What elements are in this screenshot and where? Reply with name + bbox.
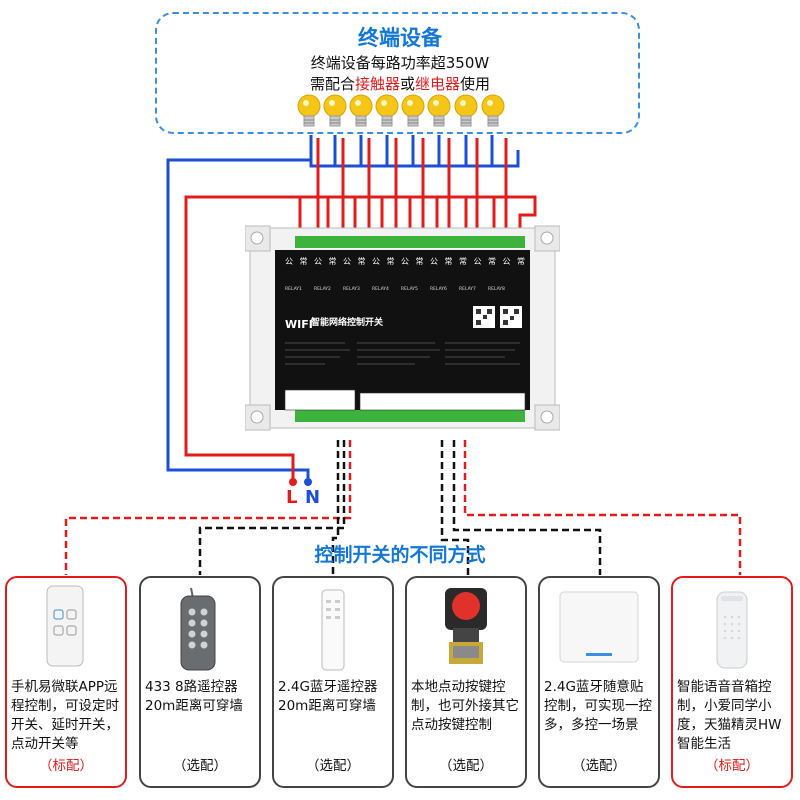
card-note: （选配） xyxy=(306,758,360,774)
relay-note-prefix: 需配合 xyxy=(309,75,355,93)
slim-remote-icon xyxy=(321,589,345,671)
relay-name: RELAY8 xyxy=(488,286,505,292)
terminal-label: 公 xyxy=(401,257,409,266)
mount-hole-br xyxy=(540,410,554,424)
local-button-card: 本地点动按键控制，也可外接其它点动按键控制 （选配） xyxy=(405,576,527,788)
terminal-label: 常 xyxy=(300,257,308,266)
neutral-terminal-dot xyxy=(304,478,312,486)
wall-switch-card: 2.4G蓝牙随意贴控制，可实现一控多，多控一场景 （选配） xyxy=(538,576,660,788)
smart-speaker-card: 智能语音音箱控制，小爱同学小度，天猫精灵HW智能生活 （标配） xyxy=(671,576,793,788)
card-text: 433 8路遥控器20m距离可穿墙 xyxy=(145,679,243,714)
spec-lines xyxy=(285,342,520,365)
smart-speaker-icon xyxy=(716,591,748,669)
mount-hole-bl xyxy=(250,410,264,424)
bulb-icon xyxy=(322,92,347,136)
terminal-device-title: 终端设备 xyxy=(358,26,442,50)
relay-name: RELAY5 xyxy=(401,286,418,292)
module-faceplate xyxy=(275,250,530,410)
relay-note-or: 或 xyxy=(399,75,415,93)
bulb-icon xyxy=(296,92,321,136)
terminal-label: 常 xyxy=(488,257,496,266)
bulb-icon xyxy=(426,92,451,136)
neutral-label: N xyxy=(305,487,321,508)
bulb-neutral-drops xyxy=(309,135,494,166)
card-note: （选配） xyxy=(173,758,227,774)
terminal-label: 常 xyxy=(459,257,467,266)
remote-control-icon xyxy=(180,587,216,671)
card-note: （选配） xyxy=(572,758,626,774)
terminal-labels: 公常公常公常公常公常公常常公常公常 xyxy=(285,257,525,266)
bulb-icon xyxy=(348,92,373,136)
live-label: L xyxy=(286,487,298,508)
terminal-label: 常 xyxy=(358,257,366,266)
phone-icon xyxy=(46,585,84,667)
relay-name: RELAY6 xyxy=(430,286,447,292)
terminal-label: 常 xyxy=(329,257,337,266)
control-wires xyxy=(64,440,742,575)
relay-note-suffix: 使用 xyxy=(460,75,491,93)
power-input-panel xyxy=(284,389,356,411)
module-name: 智能网络控制开关 xyxy=(311,316,383,328)
relay-name: RELAY7 xyxy=(459,286,476,292)
mount-hole-tr xyxy=(540,231,554,245)
relay-name: RELAY1 xyxy=(285,286,302,292)
terminal-label: 公 xyxy=(372,257,380,266)
card-note: （选配） xyxy=(439,758,493,774)
terminal-label: 公 xyxy=(474,257,482,266)
control-methods-title: 控制开关的不同方式 xyxy=(314,544,486,566)
mount-hole-tl xyxy=(250,231,264,245)
relay-text: 继电器 xyxy=(415,75,461,93)
live-terminal-dot xyxy=(289,478,297,486)
bulb-icon xyxy=(374,92,399,136)
card-text: 2.4G蓝牙遥控器20m距离可穿墙 xyxy=(278,679,378,714)
bulb-icon xyxy=(453,92,478,136)
terminal-label: 常 xyxy=(416,257,424,266)
push-button-icon xyxy=(445,588,487,664)
card-text: 手机易微联APP远程控制，可设定时开关、延时开关，点动开关等 xyxy=(11,679,119,752)
top-terminal-strip xyxy=(295,236,525,248)
bulb-icon xyxy=(480,92,505,136)
app-control-card: 手机易微联APP远程控制，可设定时开关、延时开关，点动开关等 （标配） xyxy=(5,576,127,788)
terminal-label: 公 xyxy=(314,257,322,266)
terminal-label: 常 xyxy=(517,257,525,266)
relay-note: 需配合接触器或继电器使用 xyxy=(0,73,800,94)
terminal-label: 公 xyxy=(343,257,351,266)
remote-433-card: 433 8路遥控器20m距离可穿墙 （选配） xyxy=(139,576,261,788)
relay-name: RELAY3 xyxy=(343,286,360,292)
terminal-label: 常 xyxy=(445,257,453,266)
relay-name: RELAY4 xyxy=(372,286,389,292)
input-panel xyxy=(359,392,526,411)
card-text: 智能语音音箱控制，小爱同学小度，天猫精灵HW智能生活 xyxy=(677,679,782,752)
card-note: （标配） xyxy=(39,758,93,774)
card-note: （标配） xyxy=(705,758,759,774)
card-text: 本地点动按键控制，也可外接其它点动按键控制 xyxy=(411,679,519,733)
bottom-terminal-strip xyxy=(295,410,525,422)
terminal-label: 公 xyxy=(430,257,438,266)
card-text: 2.4G蓝牙随意贴控制，可实现一控多，多控一场景 xyxy=(544,679,652,733)
relay-names: RELAY1 RELAY2 RELAY3 RELAY4 RELAY5 RELAY6 RELA… xyxy=(285,286,505,292)
wall-switch-icon xyxy=(559,591,639,663)
relay-name: RELAY2 xyxy=(314,286,331,292)
bulb-icon xyxy=(400,92,425,136)
wifi-logo: WIFI xyxy=(285,318,313,331)
contactor-text: 接触器 xyxy=(354,75,400,93)
power-note: 终端设备每路功率超350W xyxy=(310,54,490,72)
bluetooth-remote-card: 2.4G蓝牙遥控器20m距离可穿墙 （选配） xyxy=(272,576,394,788)
terminal-device-box xyxy=(155,12,640,134)
terminal-label: 常 xyxy=(387,257,395,266)
terminal-label: 公 xyxy=(285,257,293,266)
terminal-label: 公 xyxy=(503,257,511,266)
